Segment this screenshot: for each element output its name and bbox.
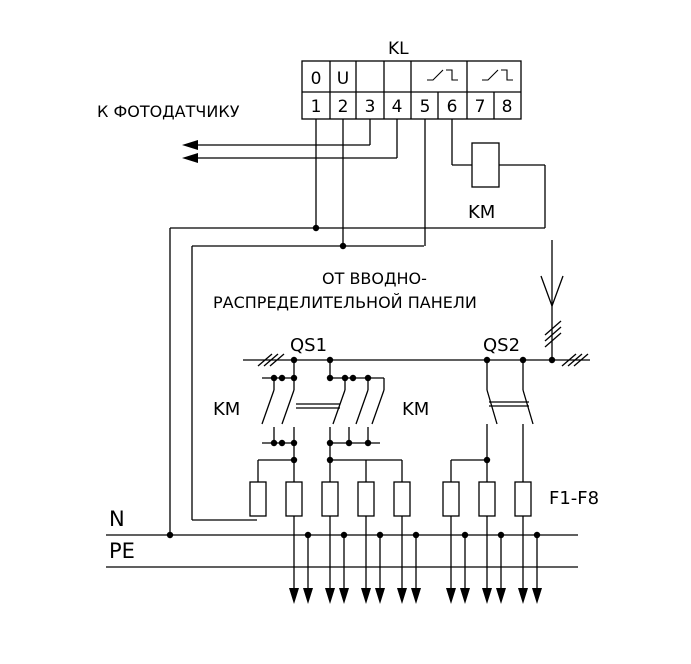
- neutral-label: N: [109, 507, 125, 531]
- terminal-5: 5: [420, 97, 431, 117]
- fuse-icon: [321, 481, 339, 517]
- arrow-down-icon: [518, 588, 528, 604]
- arrow-left-icon: [182, 153, 198, 163]
- terminal-4: 4: [392, 97, 403, 117]
- relay-mark-u: U: [337, 69, 349, 89]
- supply-label-line1: ОТ ВВОДНО-: [322, 269, 427, 288]
- arrow-down-icon: [411, 588, 421, 604]
- coil-label: KM: [468, 202, 495, 223]
- main-bus: [243, 353, 590, 367]
- arrow-down-icon: [397, 588, 407, 604]
- relay-mark-zero: 0: [311, 69, 322, 89]
- terminal-8: 8: [502, 97, 513, 117]
- relay-contact-icon: [482, 69, 513, 81]
- arrow-down-icon: [339, 588, 349, 604]
- contactor-coil: KM: [316, 119, 546, 229]
- terminal-2: 2: [338, 97, 349, 117]
- relay-kl: KL 0 U 1 2 3 4 5 6 7 8: [301, 39, 522, 120]
- arrow-down-icon: [540, 275, 564, 308]
- contactor-left-label: KM: [213, 399, 240, 420]
- arrow-left-icon: [182, 140, 198, 150]
- relay-name: KL: [388, 39, 409, 59]
- terminal-1: 1: [311, 97, 322, 117]
- fuse-icon: [514, 481, 532, 517]
- relay-contact-icon: [427, 69, 458, 81]
- arrow-down-icon: [446, 588, 456, 604]
- photo-sensor-label: К ФОТОДАТЧИКУ: [97, 102, 240, 121]
- incoming-feed: [540, 240, 564, 364]
- arrow-down-icon: [325, 588, 335, 604]
- arrow-down-icon: [375, 588, 385, 604]
- fuse-icon: [442, 481, 460, 517]
- arrow-down-icon: [482, 588, 492, 604]
- supply-label-line2: РАСПРЕДЕЛИТЕЛЬНОЙ ПАНЕЛИ: [213, 293, 477, 312]
- fuse-icon: [285, 481, 303, 517]
- control-wiring: [169, 119, 426, 535]
- fuse-icon: [249, 481, 267, 517]
- switch-qs2: [483, 360, 534, 482]
- arrow-down-icon: [289, 588, 299, 604]
- terminal-7: 7: [475, 97, 486, 117]
- arrow-down-icon: [496, 588, 506, 604]
- arrow-down-icon: [532, 588, 542, 604]
- contactor-right-label: KM: [402, 399, 429, 420]
- fuse-icon: [357, 481, 375, 517]
- arrow-down-icon: [303, 588, 313, 604]
- switch-qs1-label: QS1: [290, 335, 327, 356]
- terminal-3: 3: [365, 97, 376, 117]
- fuses-label: F1-F8: [549, 488, 599, 509]
- pe-label: PE: [109, 539, 135, 563]
- fuses: [249, 481, 532, 517]
- fuse-feed: [257, 459, 488, 482]
- switch-qs2-label: QS2: [483, 335, 520, 356]
- arrow-down-icon: [361, 588, 371, 604]
- terminal-6: 6: [447, 97, 458, 117]
- photo-sensor-wires: [182, 119, 398, 163]
- arrow-down-icon: [460, 588, 470, 604]
- outgoing-feeders: [289, 516, 542, 604]
- switch-qs1-left: [261, 360, 298, 464]
- fuse-icon: [478, 481, 496, 517]
- fuse-icon: [393, 481, 411, 517]
- switch-qs1-right: [326, 360, 385, 464]
